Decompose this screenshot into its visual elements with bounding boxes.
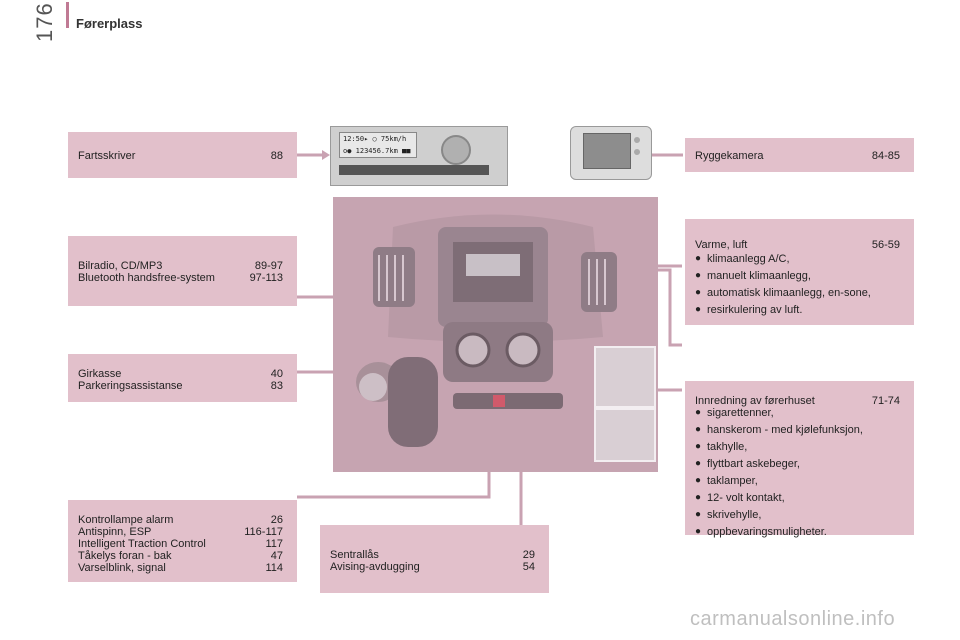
watermark: carmanualsonline.info bbox=[690, 608, 896, 630]
innredning-item: 12- volt kontakt, bbox=[695, 492, 900, 504]
ryggekamera-row: Ryggekamera 84-85 bbox=[695, 150, 900, 162]
sentral-row-page: 54 bbox=[522, 561, 535, 573]
innredning-list: sigarettenner, hanskerom - med kjølefunk… bbox=[695, 407, 900, 538]
fartsskriver-row: Fartsskriver 88 bbox=[78, 150, 283, 162]
kontroll-row: Varselblink, signal 114 bbox=[78, 562, 283, 574]
girkasse-row-page: 40 bbox=[270, 368, 283, 380]
kontroll-row-label: Intelligent Traction Control bbox=[78, 538, 206, 550]
kontroll-row-page: 47 bbox=[270, 550, 283, 562]
fartsskriver-page: 88 bbox=[270, 150, 283, 162]
radio-row-label: Bilradio, CD/MP3 bbox=[78, 260, 163, 272]
kontroll-row: Antispinn, ESP 116-117 bbox=[78, 526, 283, 538]
tachograph-display: 12:50▸ ○ 75km/h o● 123456.7km ■■ bbox=[339, 132, 417, 158]
varme-item: resirkulering av luft. bbox=[695, 304, 900, 316]
kontroll-row: Intelligent Traction Control 117 bbox=[78, 538, 283, 550]
girkasse-row-page: 83 bbox=[270, 380, 283, 392]
varme-item: automatisk klimaanlegg, en-sone, bbox=[695, 287, 900, 299]
innredning-page: 71-74 bbox=[871, 395, 900, 407]
sentral-row-label: Avising-avdugging bbox=[330, 561, 420, 573]
camera-screen-button bbox=[634, 149, 640, 155]
radio-row: Bluetooth handsfree-system 97-113 bbox=[78, 272, 283, 284]
varme-item: manuelt klimaanlegg, bbox=[695, 270, 900, 282]
kontroll-row-label: Tåkelys foran - bak bbox=[78, 550, 172, 562]
tachograph-image: 12:50▸ ○ 75km/h o● 123456.7km ■■ bbox=[330, 126, 508, 186]
girkasse-row-label: Girkasse bbox=[78, 368, 122, 380]
page-title: Førerplass bbox=[76, 16, 143, 31]
ryggekamera-label: Ryggekamera bbox=[695, 150, 764, 162]
innredning-item: hanskerom - med kjølefunksjon, bbox=[695, 424, 900, 436]
header-accent-bar bbox=[66, 2, 69, 28]
fartsskriver-label: Fartsskriver bbox=[78, 150, 136, 162]
kontroll-row: Kontrollampe alarm 26 bbox=[78, 514, 283, 526]
kontroll-row-page: 116-117 bbox=[244, 526, 283, 538]
radio-row-page: 89-97 bbox=[254, 260, 283, 272]
innredning-item: sigarettenner, bbox=[695, 407, 900, 419]
girkasse-row-label: Parkeringsassistanse bbox=[78, 380, 183, 392]
varme-box: Varme, luft 56-59 klimaanlegg A/C, manue… bbox=[685, 219, 914, 325]
ryggekamera-box: Ryggekamera 84-85 bbox=[685, 138, 914, 172]
girkasse-row: Girkasse 40 bbox=[78, 368, 283, 380]
innredning-item: skrivehylle, bbox=[695, 509, 900, 521]
girkasse-row: Parkeringsassistanse 83 bbox=[78, 380, 283, 392]
sentral-row: Avising-avdugging 54 bbox=[330, 561, 535, 573]
innredning-item: flyttbart askebeger, bbox=[695, 458, 900, 470]
tachograph-slot bbox=[339, 165, 489, 175]
sentral-box: Sentrallås 29 Avising-avdugging 54 bbox=[320, 525, 549, 593]
varme-item: klimaanlegg A/C, bbox=[695, 253, 900, 265]
girkasse-box: Girkasse 40 Parkeringsassistanse 83 bbox=[68, 354, 297, 402]
tachograph-knob bbox=[441, 135, 471, 165]
kontroll-row-label: Antispinn, ESP bbox=[78, 526, 152, 538]
radio-row: Bilradio, CD/MP3 89-97 bbox=[78, 260, 283, 272]
sentral-row-page: 29 bbox=[522, 549, 535, 561]
varme-title: Varme, luft bbox=[695, 239, 748, 251]
innredning-title: Innredning av førerhuset bbox=[695, 395, 815, 407]
innredning-item: taklamper, bbox=[695, 475, 900, 487]
fartsskriver-box: Fartsskriver 88 bbox=[68, 132, 297, 178]
tachograph-line-1: 12:50▸ ○ 75km/h bbox=[343, 135, 407, 143]
varme-title-row: Varme, luft 56-59 bbox=[695, 239, 900, 251]
radio-row-page: 97-113 bbox=[249, 272, 283, 284]
radio-box: Bilradio, CD/MP3 89-97 Bluetooth handsfr… bbox=[68, 236, 297, 306]
kontroll-row-label: Varselblink, signal bbox=[78, 562, 166, 574]
camera-screen-display bbox=[583, 133, 631, 169]
kontroll-row-page: 114 bbox=[265, 562, 283, 574]
tachograph-line-2: o● 123456.7km ■■ bbox=[343, 147, 411, 155]
sentral-row-label: Sentrallås bbox=[330, 549, 379, 561]
kontroll-box: Kontrollampe alarm 26 Antispinn, ESP 116… bbox=[68, 500, 297, 582]
innredning-title-row: Innredning av førerhuset 71-74 bbox=[695, 395, 900, 407]
kontroll-row-label: Kontrollampe alarm bbox=[78, 514, 174, 526]
radio-row-label: Bluetooth handsfree-system bbox=[78, 272, 215, 284]
varme-page: 56-59 bbox=[871, 239, 900, 251]
camera-screen-image bbox=[570, 126, 652, 180]
kontroll-row-page: 26 bbox=[270, 514, 283, 526]
innredning-item: takhylle, bbox=[695, 441, 900, 453]
kontroll-row: Tåkelys foran - bak 47 bbox=[78, 550, 283, 562]
innredning-item: oppbevaringsmuligheter. bbox=[695, 526, 900, 538]
kontroll-row-page: 117 bbox=[265, 538, 283, 550]
dashboard-drawing bbox=[333, 197, 658, 472]
camera-screen-button bbox=[634, 137, 640, 143]
sentral-row: Sentrallås 29 bbox=[330, 549, 535, 561]
ryggekamera-page: 84-85 bbox=[871, 150, 900, 162]
dashboard-image bbox=[333, 197, 658, 472]
innredning-box: Innredning av førerhuset 71-74 sigarette… bbox=[685, 381, 914, 538]
varme-list: klimaanlegg A/C, manuelt klimaanlegg, au… bbox=[695, 253, 900, 316]
